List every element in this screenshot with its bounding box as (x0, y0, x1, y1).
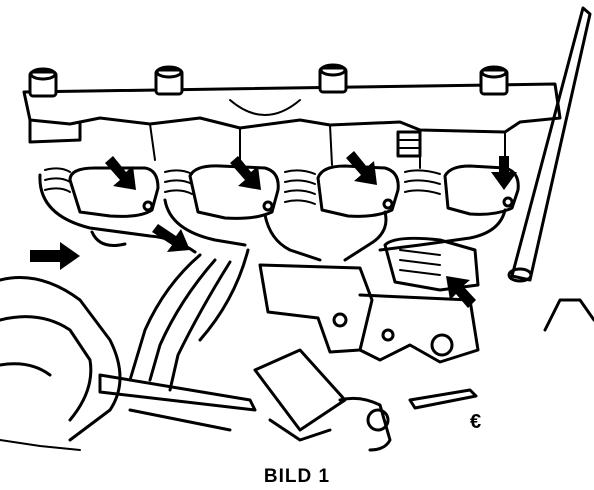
lower-linkage (0, 276, 478, 452)
fuel-line-arrow-left (30, 242, 80, 270)
injector-housings (68, 164, 520, 220)
callout-arrows (30, 151, 517, 308)
fuel-line-arrow-center (152, 224, 190, 252)
injector-arrow-1 (105, 156, 136, 190)
corner-mark: € (470, 411, 481, 433)
valve-springs (44, 130, 441, 205)
injector-arrow-2 (230, 156, 261, 190)
injector-arrow-4 (491, 156, 517, 190)
pump-arrow (446, 276, 476, 308)
head-bolts (28, 63, 509, 98)
dipstick-tube (507, 6, 594, 332)
cylinder-head (22, 82, 562, 169)
injection-pump (258, 236, 480, 364)
figure-caption: BILD 1 (263, 466, 331, 487)
injector-arrow-3 (346, 151, 377, 185)
